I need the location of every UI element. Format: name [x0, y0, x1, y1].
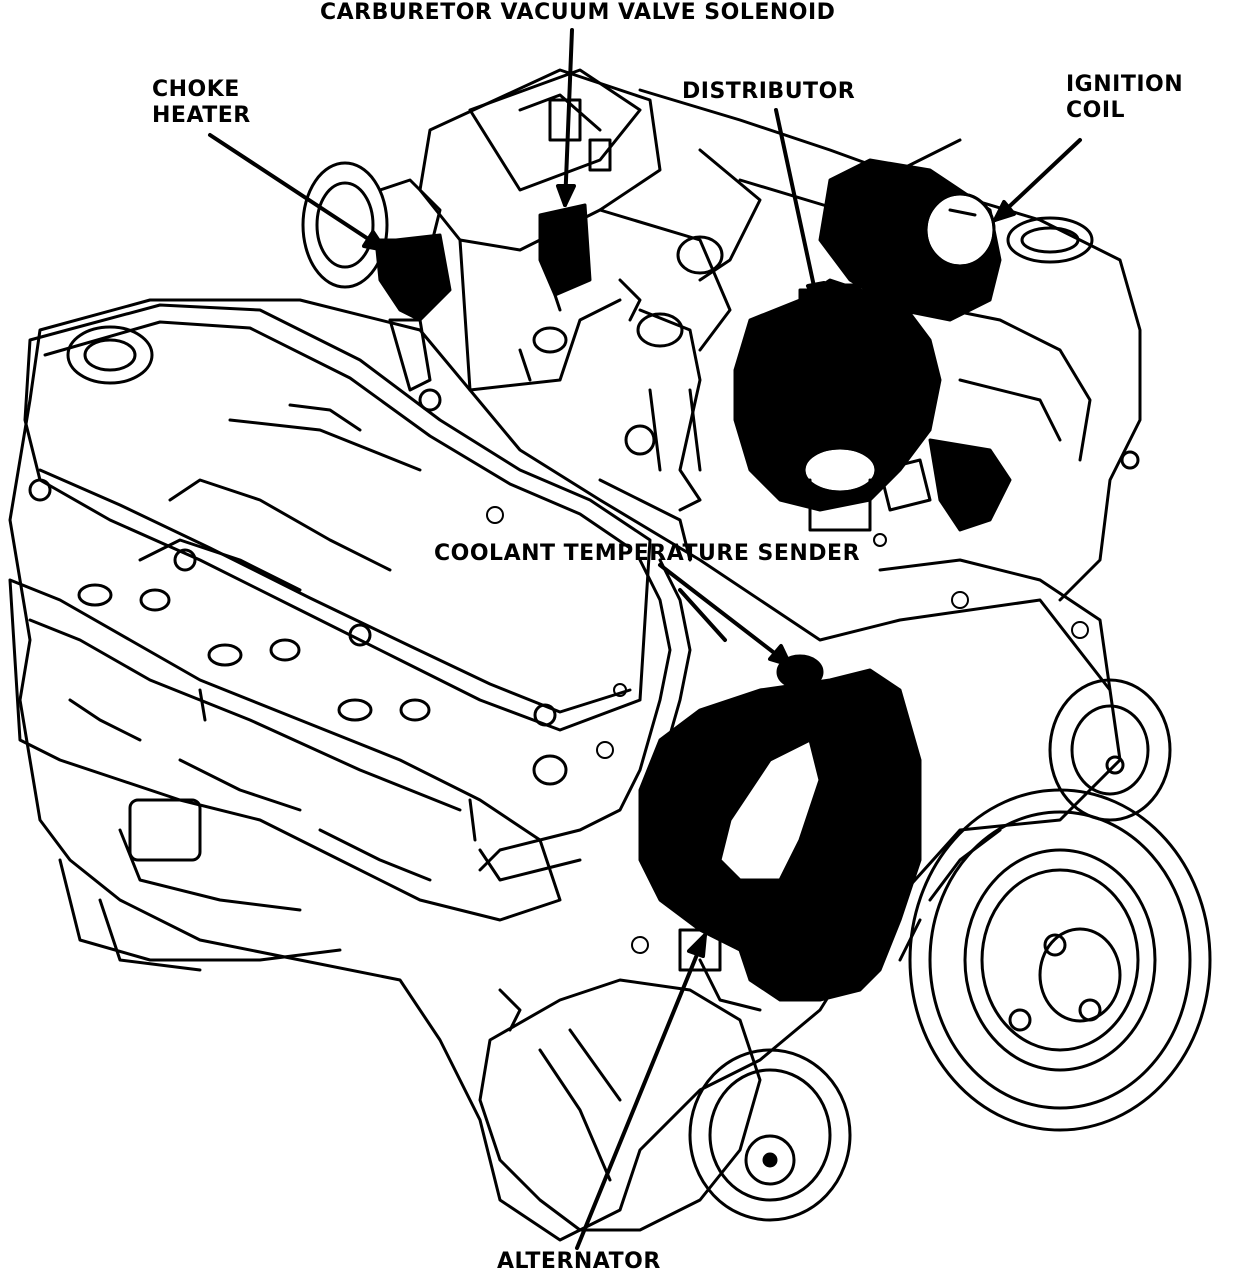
label-alternator-text: ALTERNATOR	[497, 1249, 661, 1274]
ignition-coil	[818, 138, 1002, 322]
vacuum-valve-solenoid	[538, 203, 592, 312]
carburetor	[418, 68, 762, 512]
bolts	[486, 506, 1089, 954]
alternator	[478, 928, 852, 1232]
label-coolant-temperature-sender: COOLANT TEMPERATURE SENDER	[434, 541, 860, 567]
exhaust-manifold	[8, 578, 562, 922]
label-distributor: DISTRIBUTOR	[682, 79, 855, 105]
label-ignition-coil-line2: COIL	[1066, 98, 1126, 123]
wiring-harness	[478, 478, 692, 882]
valve-cover	[23, 303, 652, 732]
label-ignition-coil-line1: IGNITION	[1066, 72, 1184, 97]
label-alternator: ALTERNATOR	[497, 1249, 661, 1275]
label-distributor-text: DISTRIBUTOR	[682, 79, 856, 104]
leader-alternator	[575, 933, 707, 1250]
leader-solenoid	[563, 28, 574, 207]
label-carburetor-vacuum-valve-solenoid-text: CARBURETOR VACUUM VALVE SOLENOID	[320, 0, 836, 25]
distributor	[733, 278, 1012, 532]
label-choke-heater-line2: HEATER	[152, 103, 251, 128]
choke-heater	[301, 161, 452, 412]
water-pump-housing	[638, 668, 922, 1002]
leader-lines	[208, 28, 1082, 1250]
spark-plugs	[77, 583, 568, 842]
label-carburetor-vacuum-valve-solenoid: CARBURETOR VACUUM VALVE SOLENOID	[320, 0, 835, 26]
label-coolant-temperature-sender-text: COOLANT TEMPERATURE SENDER	[434, 541, 861, 566]
leader-choke	[208, 133, 387, 252]
leader-distributor	[774, 108, 820, 307]
label-ignition-coil: IGNITION COIL	[1066, 72, 1183, 124]
leader-coolant	[658, 563, 792, 667]
front-pulleys	[878, 558, 1212, 1132]
label-choke-heater: CHOKE HEATER	[152, 77, 251, 129]
label-choke-heater-line1: CHOKE	[152, 77, 240, 102]
